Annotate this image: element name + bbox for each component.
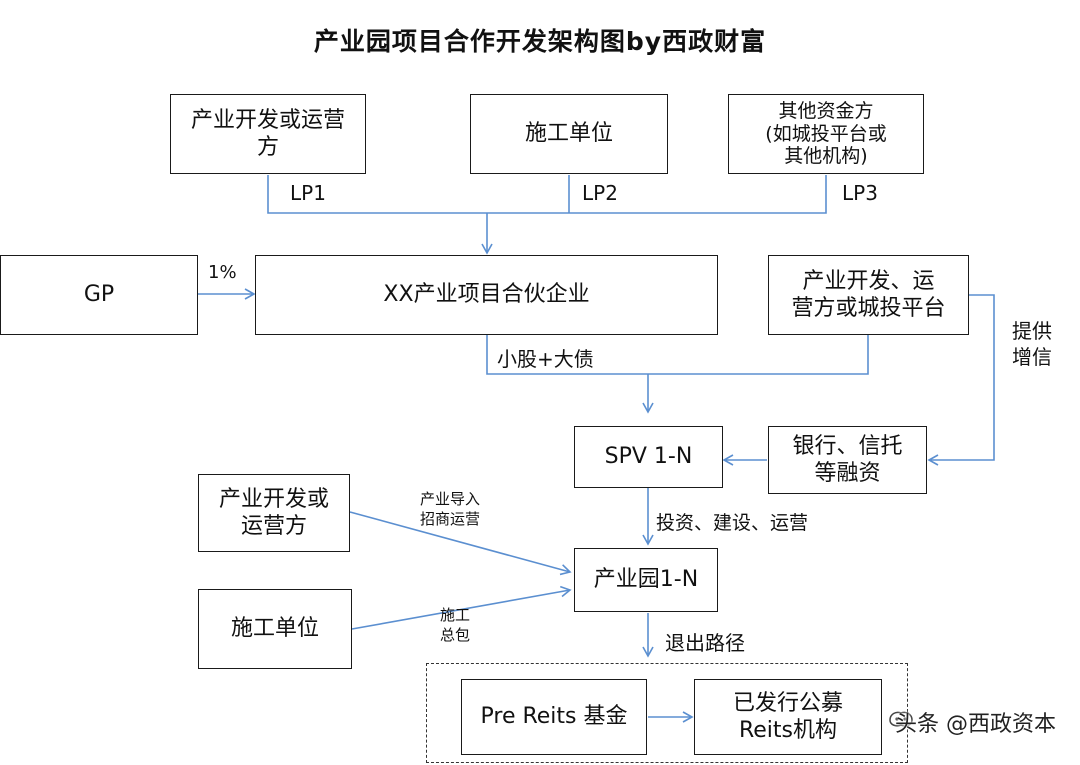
industry-dev-operator-top-box: 产业开发或运营 方 xyxy=(170,94,366,174)
operator-to-park-arrow xyxy=(349,511,572,576)
lp2-label: LP2 xyxy=(582,181,618,205)
credit-enhance-line xyxy=(927,294,995,466)
construction-unit-left-box: 施工单位 xyxy=(198,589,352,669)
partnership-to-spv-line xyxy=(486,334,869,375)
partnership-box: XX产业项目合伙企业 xyxy=(255,255,718,335)
invest-build-operate-label: 投资、建设、运营 xyxy=(656,512,809,534)
lp1-line xyxy=(267,175,827,214)
credit-enhance-label: 提供 增信 xyxy=(1012,319,1052,369)
gp-share-label: 1% xyxy=(208,262,237,283)
diagram-title: 产业园项目合作开发架构图by西政财富 xyxy=(313,27,767,56)
pre-reits-box: Pre Reits 基金 xyxy=(461,679,647,755)
lp3-label: LP3 xyxy=(842,181,878,205)
dev-operator-platform-box: 产业开发、运 营方或城投平台 xyxy=(768,255,969,335)
issued-reits-box: 已发行公募 Reits机构 xyxy=(694,679,882,755)
construction-to-park-arrow xyxy=(351,585,572,630)
watermark-icon xyxy=(889,711,913,727)
industry-import-label: 产业导入 招商运营 xyxy=(420,490,481,528)
construction-contract-label: 施工 总包 xyxy=(440,606,471,644)
construction-unit-top-box: 施工单位 xyxy=(470,94,668,174)
industrial-park-box: 产业园1-N xyxy=(574,548,718,612)
other-funders-box: 其他资金方 (如城投平台或 其他机构) xyxy=(728,94,924,174)
watermark-text: 头条 @西政资本 xyxy=(895,712,1056,737)
exit-path-label: 退出路径 xyxy=(665,631,745,655)
lp1-label: LP1 xyxy=(290,181,326,205)
equity-debt-label: 小股+大债 xyxy=(497,347,594,371)
spv-box: SPV 1-N xyxy=(574,426,723,488)
industry-dev-operator-left-box: 产业开发或 运营方 xyxy=(198,474,350,552)
gp-box: GP xyxy=(0,255,198,335)
bank-trust-box: 银行、信托 等融资 xyxy=(768,426,927,494)
